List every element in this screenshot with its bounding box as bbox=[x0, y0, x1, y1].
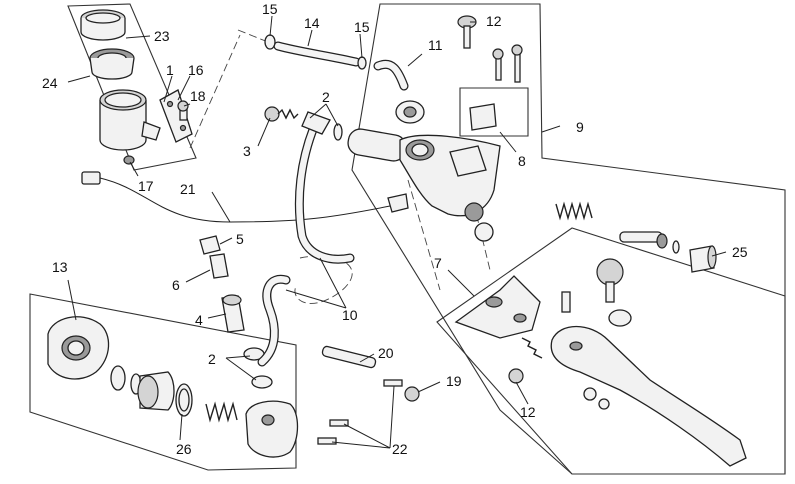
clutch-lever bbox=[550, 326, 747, 467]
piston-spring bbox=[555, 201, 593, 221]
slave-cover bbox=[245, 400, 299, 458]
callout-21: 21 bbox=[180, 181, 196, 197]
slave-seals bbox=[110, 365, 142, 395]
small-pin bbox=[561, 291, 571, 313]
callout-12: 12 bbox=[520, 404, 536, 420]
callout-23: 23 bbox=[154, 28, 170, 44]
lever-knob bbox=[596, 258, 632, 327]
lever-mount bbox=[454, 275, 541, 339]
callout-3: 3 bbox=[243, 143, 251, 159]
callout-8: 8 bbox=[518, 153, 526, 169]
master-cylinder-group-box bbox=[351, 3, 786, 475]
lever-spring bbox=[521, 337, 543, 359]
callout-18: 18 bbox=[190, 88, 206, 104]
bracket-screw bbox=[177, 100, 189, 121]
callout-2: 2 bbox=[322, 89, 330, 105]
callout-25: 25 bbox=[732, 244, 748, 260]
hose-fittings bbox=[199, 235, 245, 333]
reservoir-diaphragm bbox=[89, 48, 135, 80]
callout-11: 11 bbox=[428, 37, 443, 53]
reservoir-cap bbox=[80, 9, 126, 41]
slave-spring bbox=[205, 401, 238, 423]
callout-6: 6 bbox=[172, 277, 180, 293]
callout-labels: 1 2 2 3 4 5 6 7 8 9 10 11 12 12 13 14 15… bbox=[42, 1, 748, 457]
callout-19: 19 bbox=[446, 373, 462, 389]
callout-9: 9 bbox=[576, 119, 584, 135]
callout-26: 26 bbox=[176, 441, 192, 457]
top-screw bbox=[457, 15, 477, 49]
pushrod bbox=[321, 345, 377, 369]
bleed-cap bbox=[404, 386, 420, 402]
hose-elbow-fitting bbox=[373, 59, 425, 124]
callout-5: 5 bbox=[236, 231, 244, 247]
callout-15: 15 bbox=[262, 1, 278, 17]
pivot-bolt-group-box bbox=[459, 87, 529, 137]
sensor-cable bbox=[81, 171, 409, 223]
slave-cylinder-housing bbox=[47, 316, 110, 380]
caliper-group-box bbox=[29, 293, 297, 471]
copper-washers bbox=[243, 123, 343, 389]
callout-22: 22 bbox=[392, 441, 408, 457]
callout-15: 15 bbox=[354, 19, 370, 35]
leader-lines bbox=[67, 15, 727, 449]
callout-17: 17 bbox=[138, 178, 154, 194]
return-hose bbox=[273, 41, 361, 67]
banjo-bolt bbox=[264, 106, 299, 122]
pivot-bolts bbox=[469, 44, 523, 131]
callout-24: 24 bbox=[42, 75, 58, 91]
callout-1: 1 bbox=[166, 62, 174, 78]
clutch-hose bbox=[257, 111, 355, 367]
slave-piston bbox=[137, 371, 175, 411]
assembly-dashed-line bbox=[189, 29, 269, 149]
fluid-reservoir bbox=[99, 89, 161, 165]
master-cylinder-body bbox=[347, 128, 501, 242]
callout-2: 2 bbox=[208, 351, 216, 367]
dust-boot bbox=[689, 245, 717, 273]
lever-nut bbox=[508, 368, 524, 384]
callout-7: 7 bbox=[434, 255, 442, 271]
lever-group-box bbox=[436, 227, 786, 475]
callout-14: 14 bbox=[304, 15, 320, 31]
callout-13: 13 bbox=[52, 259, 68, 275]
adjuster-pin bbox=[619, 231, 680, 254]
callout-10: 10 bbox=[342, 307, 358, 323]
reservoir-bracket bbox=[159, 89, 193, 143]
callout-12: 12 bbox=[486, 13, 502, 29]
piston-seal bbox=[175, 383, 193, 417]
callout-20: 20 bbox=[378, 345, 394, 361]
bleed-screws bbox=[317, 379, 403, 445]
callout-16: 16 bbox=[188, 62, 204, 78]
callout-4: 4 bbox=[195, 312, 203, 328]
hose-clamp bbox=[264, 34, 367, 70]
